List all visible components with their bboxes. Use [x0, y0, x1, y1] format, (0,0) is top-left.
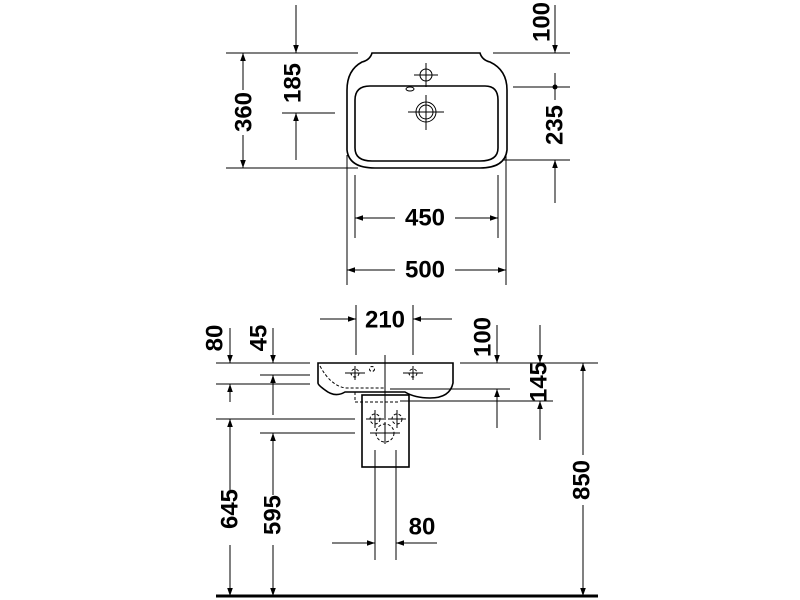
- dim-145: 145: [525, 362, 552, 402]
- drain: [408, 95, 444, 130]
- dim-100-top: 100: [528, 2, 555, 42]
- tap-hole: [414, 63, 438, 87]
- dim-80-bottom: 80: [409, 513, 436, 540]
- dim-235: 235: [541, 105, 568, 145]
- dim-45: 45: [245, 325, 272, 352]
- dim-100-side: 100: [469, 317, 496, 357]
- dim-645: 645: [216, 489, 243, 529]
- basin-outline: [346, 52, 508, 169]
- dim-450: 450: [405, 204, 445, 231]
- bowl-outline: [354, 85, 499, 162]
- dim-185: 185: [279, 63, 306, 103]
- dim-595: 595: [259, 495, 286, 535]
- dim-80-top: 80: [201, 325, 228, 352]
- basin-side-outline: [317, 362, 454, 399]
- supply-marks: [366, 410, 406, 444]
- dim-210: 210: [365, 306, 405, 333]
- overflow: [405, 86, 415, 92]
- side-view: 210 80 645 45 595 100 145: [201, 305, 598, 598]
- dim-360: 360: [230, 92, 257, 132]
- tap-marks: [345, 366, 423, 380]
- dim-850: 850: [568, 460, 595, 500]
- top-view: 100 235 360 185 450 500: [226, 2, 570, 285]
- dim-500: 500: [405, 256, 445, 283]
